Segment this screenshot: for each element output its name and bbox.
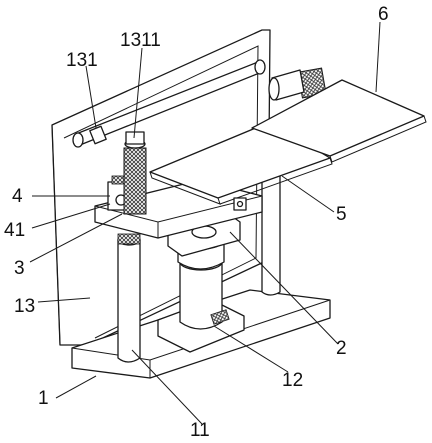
label-1: 1 [38, 388, 49, 409]
label-131: 131 [66, 50, 98, 71]
leader-lines [29, 21, 381, 425]
extension-plate [251, 79, 427, 163]
label-5: 5 [336, 204, 347, 225]
label-6: 6 [378, 4, 389, 25]
guide-column [117, 234, 141, 363]
label-41: 41 [4, 220, 25, 241]
label-4: 4 [12, 186, 23, 207]
platform-board [149, 121, 333, 205]
label-12: 12 [282, 370, 303, 391]
label-1311: 1311 [120, 30, 161, 51]
main-shaft [72, 59, 266, 148]
label-2: 2 [336, 338, 347, 359]
label-3: 3 [14, 258, 25, 279]
column-collar [117, 233, 141, 245]
label-11: 11 [190, 420, 210, 441]
motor-bracket [167, 211, 241, 257]
board-clip [233, 197, 247, 211]
callout-labels: 131 1311 6 4 41 3 5 13 2 12 1 11 [4, 4, 389, 441]
label-13: 13 [14, 296, 35, 317]
rack-column [123, 131, 147, 215]
upper-gear [268, 67, 327, 101]
